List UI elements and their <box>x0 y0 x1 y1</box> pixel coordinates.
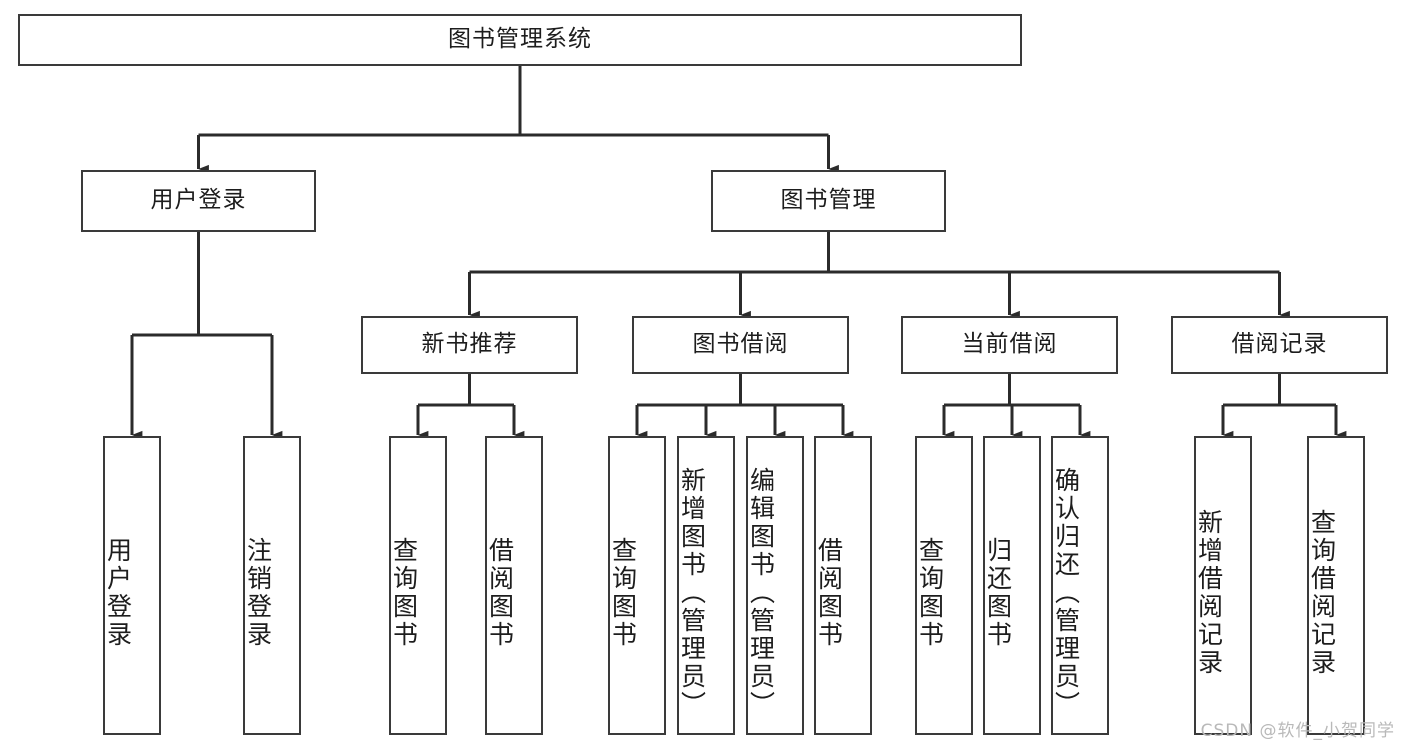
node-label: 确认归还（管理员） <box>1051 466 1081 719</box>
node-label: 当前借阅 <box>961 331 1058 358</box>
node-l-cb-confirm[interactable]: 确认归还（管理员） <box>1051 436 1109 735</box>
node-l-user-login[interactable]: 用户登录 <box>103 436 161 735</box>
node-n-borrow[interactable]: 图书借阅 <box>632 316 849 374</box>
node-l-bb-borrow[interactable]: 借阅图书 <box>814 436 872 735</box>
node-label: 查询图书 <box>915 536 945 649</box>
node-l-bb-add[interactable]: 新增图书（管理员） <box>677 436 735 735</box>
node-label: 图书借阅 <box>692 331 789 358</box>
node-label: 注销登录 <box>243 536 273 649</box>
node-label: 用户登录 <box>103 536 133 649</box>
node-l-cb-return[interactable]: 归还图书 <box>983 436 1041 735</box>
node-label: 归还图书 <box>983 536 1013 649</box>
node-label: 借阅记录 <box>1231 331 1328 358</box>
node-l-rc-query[interactable]: 查询借阅记录 <box>1307 436 1365 735</box>
node-n-new-books[interactable]: 新书推荐 <box>361 316 578 374</box>
node-l-nb-query[interactable]: 查询图书 <box>389 436 447 735</box>
node-n-book-mgmt[interactable]: 图书管理 <box>711 170 946 232</box>
node-label: 查询图书 <box>389 536 419 649</box>
node-l-bb-edit[interactable]: 编辑图书（管理员） <box>746 436 804 735</box>
node-label: 用户登录 <box>150 187 247 214</box>
node-l-user-logout[interactable]: 注销登录 <box>243 436 301 735</box>
node-l-bb-query[interactable]: 查询图书 <box>608 436 666 735</box>
node-label: 借阅图书 <box>814 536 844 649</box>
node-label: 新书推荐 <box>421 331 518 358</box>
node-label: 图书管理 <box>780 187 877 214</box>
node-n-user-login[interactable]: 用户登录 <box>81 170 316 232</box>
node-l-nb-borrow[interactable]: 借阅图书 <box>485 436 543 735</box>
watermark-label: CSDN @软件_小贺同学 <box>1200 721 1395 741</box>
node-root[interactable]: 图书管理系统 <box>18 14 1022 66</box>
node-label: 查询借阅记录 <box>1307 508 1337 677</box>
node-n-records[interactable]: 借阅记录 <box>1171 316 1388 374</box>
node-l-cb-query[interactable]: 查询图书 <box>915 436 973 735</box>
node-l-rc-add[interactable]: 新增借阅记录 <box>1194 436 1252 735</box>
node-n-current[interactable]: 当前借阅 <box>901 316 1118 374</box>
node-label: 新增借阅记录 <box>1194 508 1224 677</box>
node-label: 查询图书 <box>608 536 638 649</box>
connector-lines <box>130 66 1347 440</box>
node-label: 借阅图书 <box>485 536 515 649</box>
node-label: 编辑图书（管理员） <box>746 466 776 719</box>
node-label: 新增图书（管理员） <box>677 466 707 719</box>
node-label: 图书管理系统 <box>448 26 592 53</box>
